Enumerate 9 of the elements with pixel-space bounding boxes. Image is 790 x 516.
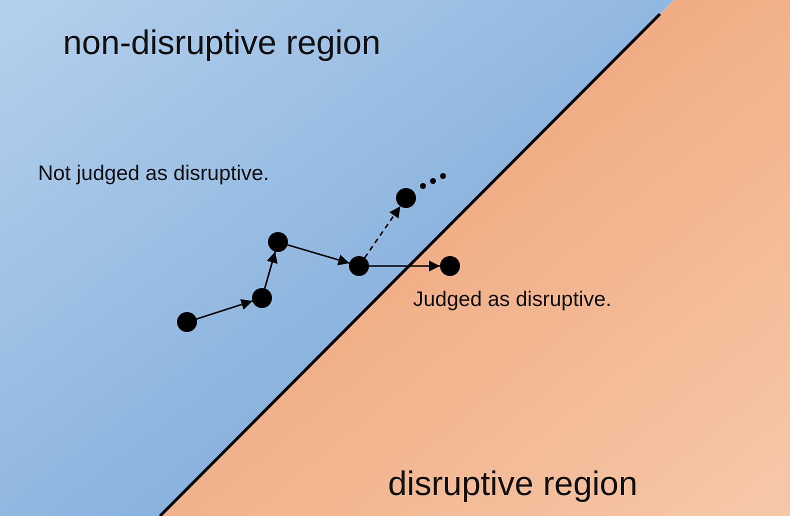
arrow xyxy=(264,251,278,289)
arrow xyxy=(369,260,440,272)
annotation-text: Judged as disruptive. xyxy=(413,288,612,312)
annotation-text: Not judged as disruptive. xyxy=(38,162,270,186)
arrow xyxy=(196,299,253,320)
arrow xyxy=(287,244,350,266)
region-label: non-disruptive region xyxy=(63,25,381,62)
arrow xyxy=(364,206,401,258)
region-label: disruptive region xyxy=(388,466,638,504)
